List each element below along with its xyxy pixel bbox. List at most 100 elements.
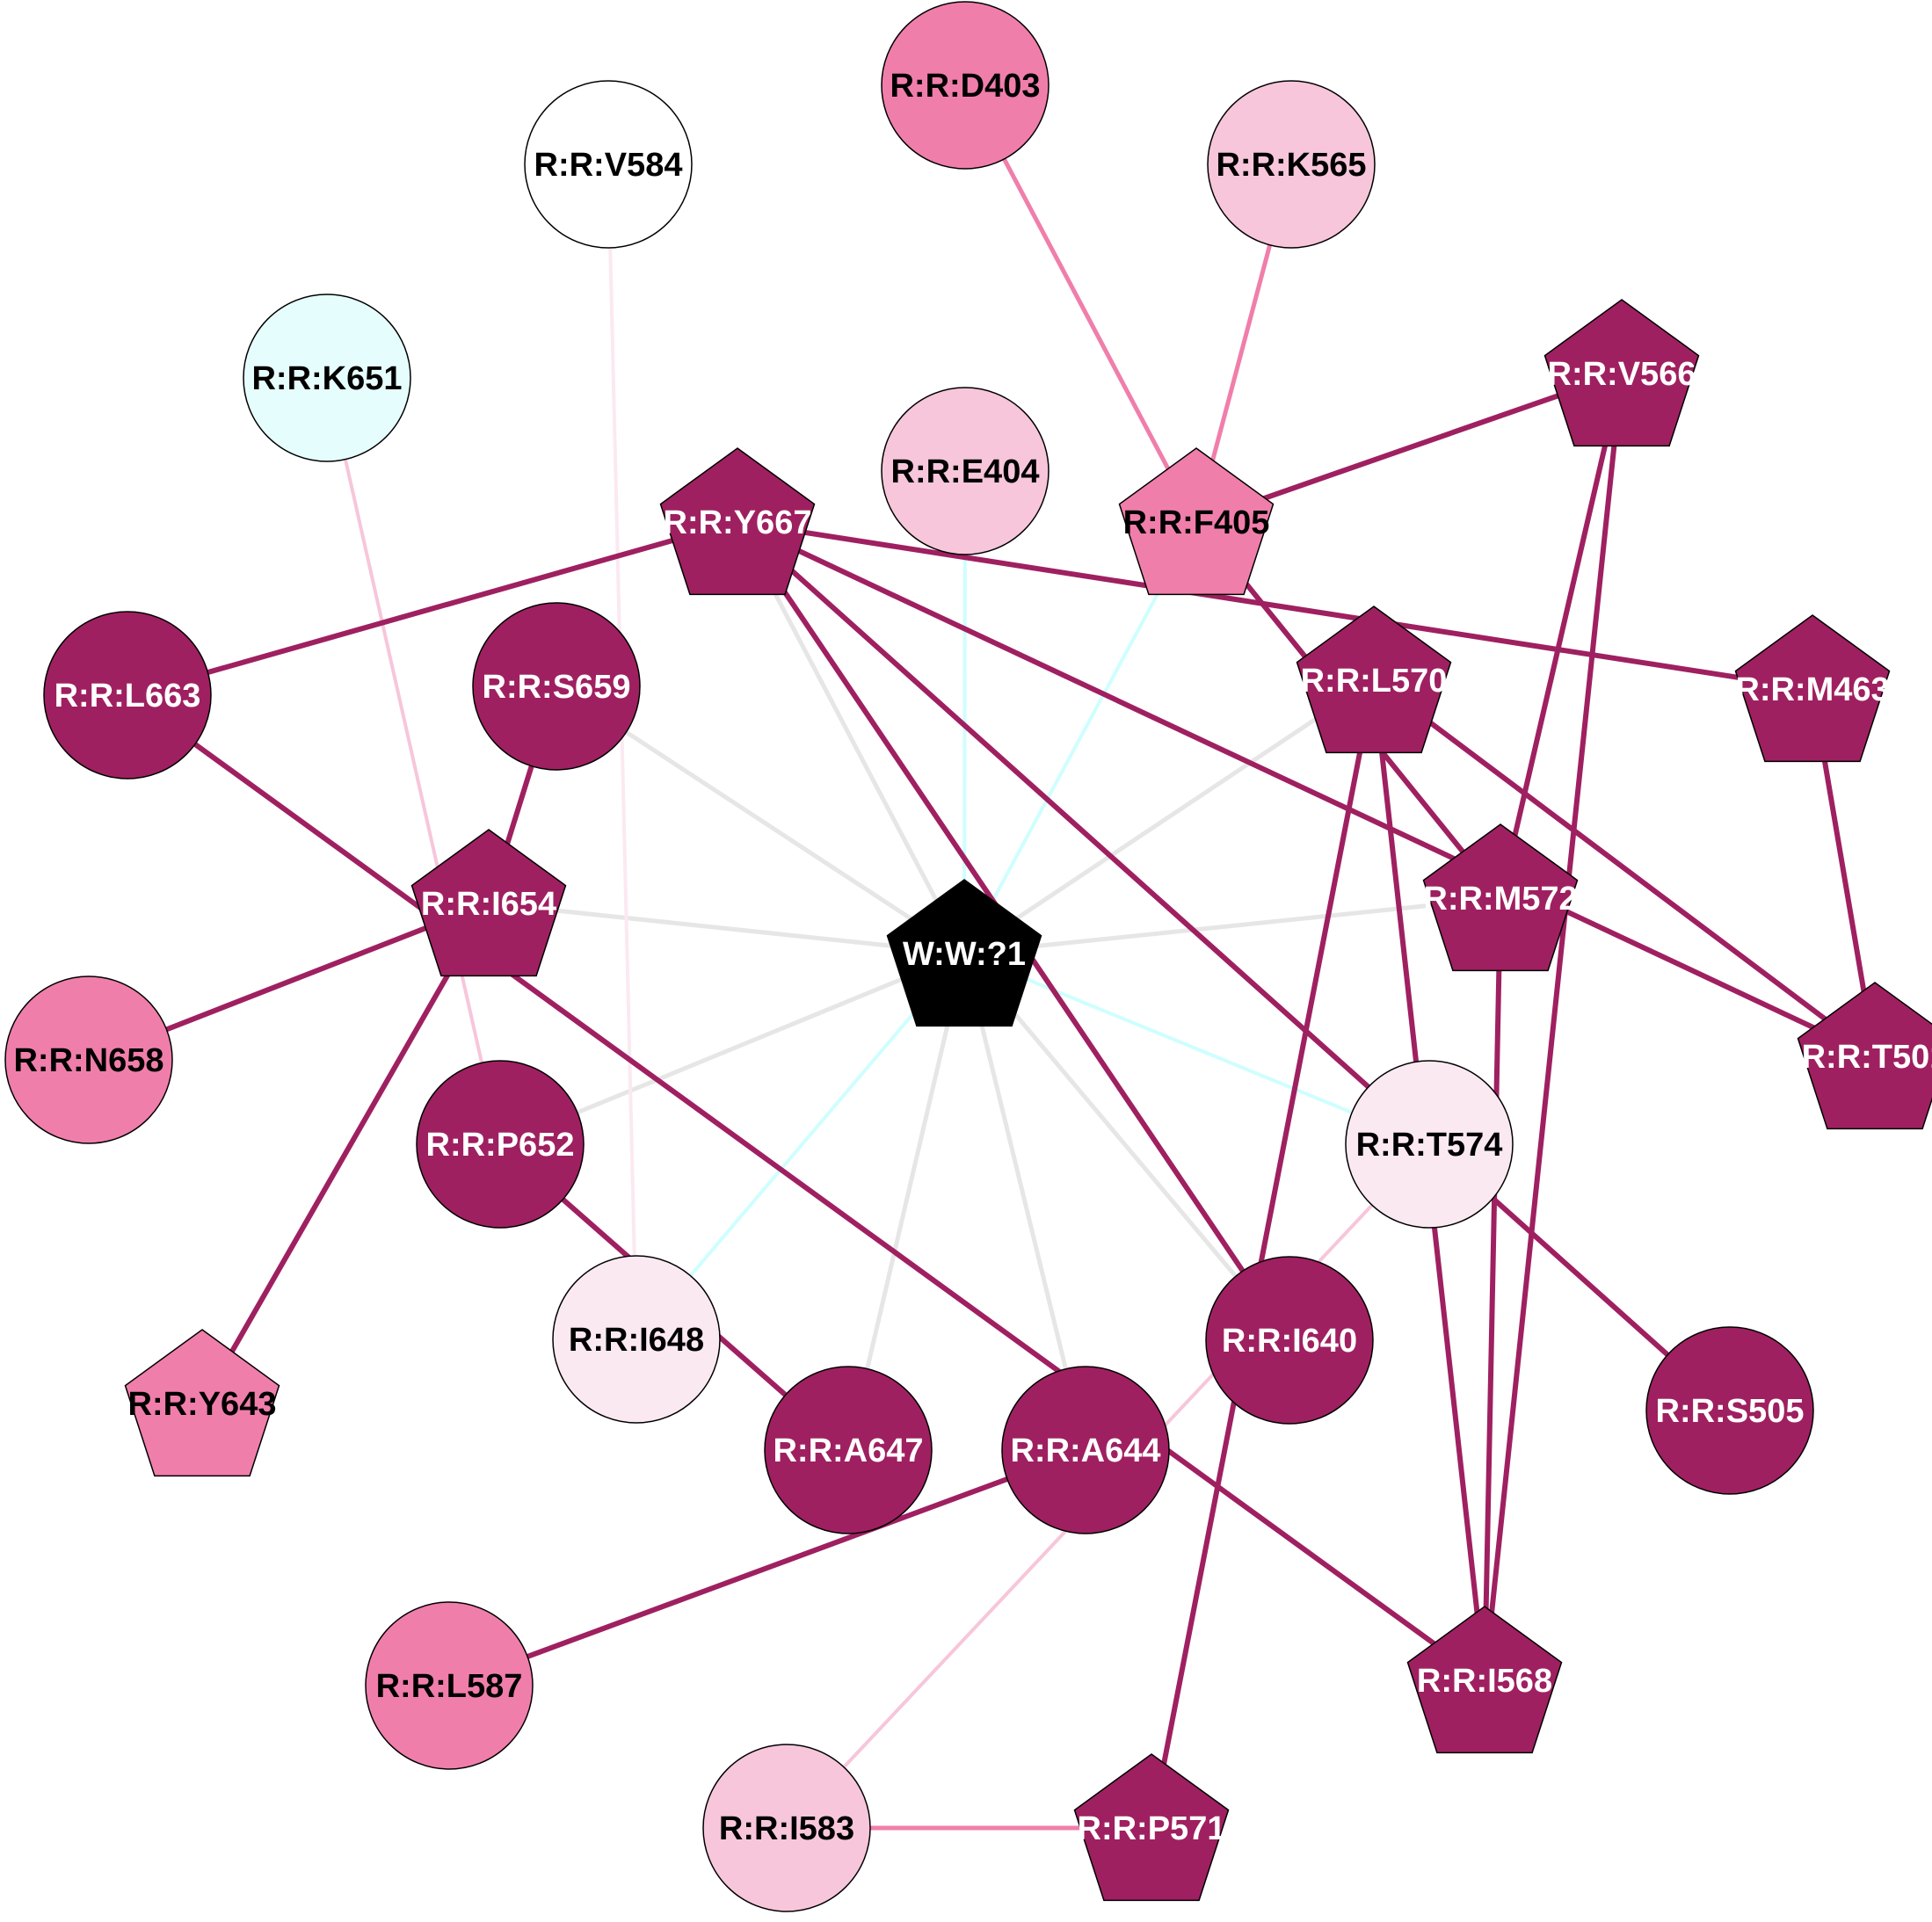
node-w1: W:W:?1 xyxy=(886,879,1042,1027)
node-n658: R:R:N658 xyxy=(4,976,173,1144)
node-y643: R:R:Y643 xyxy=(124,1329,280,1477)
node-label-s505: R:R:S505 xyxy=(1656,1393,1805,1430)
node-label-d403: R:R:D403 xyxy=(890,68,1040,105)
node-shape-a647 xyxy=(764,1366,933,1534)
node-f405: R:R:F405 xyxy=(1118,447,1275,596)
node-i648: R:R:I648 xyxy=(552,1255,721,1424)
node-label-p571: R:R:P571 xyxy=(1078,1810,1226,1847)
node-shape-i568 xyxy=(1406,1606,1563,1754)
node-m572: R:R:M572 xyxy=(1422,823,1579,972)
node-k651: R:R:K651 xyxy=(243,294,411,462)
node-d403: R:R:D403 xyxy=(881,1,1050,170)
node-shape-v584 xyxy=(524,80,693,249)
edge-W1-I640 xyxy=(962,951,1292,1343)
node-label-i648: R:R:I648 xyxy=(569,1322,704,1359)
edge-W1-L570 xyxy=(962,678,1376,956)
edge-L570-T501 xyxy=(1371,678,1878,1059)
edge-V584-I648 xyxy=(606,163,638,1341)
node-m463: R:R:M463 xyxy=(1734,614,1891,763)
edge-A644-L587 xyxy=(447,1447,1088,1688)
edge-Y667-S505 xyxy=(735,519,1732,1413)
node-label-m463: R:R:M463 xyxy=(1735,671,1889,708)
edge-V566-I568 xyxy=(1482,371,1624,1683)
node-shape-f405 xyxy=(1118,447,1275,596)
node-label-l663: R:R:L663 xyxy=(54,678,201,714)
node-shape-i583 xyxy=(702,1744,871,1912)
node-shape-s659 xyxy=(472,602,641,771)
node-shape-s505 xyxy=(1645,1326,1814,1495)
node-shape-n658 xyxy=(4,976,173,1144)
node-shape-t574 xyxy=(1345,1060,1514,1229)
edge-W1-A644 xyxy=(962,951,1088,1453)
node-shape-k651 xyxy=(243,294,411,462)
node-t501: R:R:T501 xyxy=(1797,982,1932,1130)
node-shape-i648 xyxy=(552,1255,721,1424)
node-shape-i640 xyxy=(1205,1256,1374,1425)
node-shape-y667 xyxy=(659,447,816,596)
node-label-t574: R:R:T574 xyxy=(1356,1127,1503,1164)
node-label-p652: R:R:P652 xyxy=(426,1127,575,1164)
edge-F405-V566 xyxy=(1194,371,1624,525)
node-label-i654: R:R:I654 xyxy=(421,886,556,923)
node-p652: R:R:P652 xyxy=(416,1060,585,1229)
node-shape-m572 xyxy=(1422,823,1579,972)
edge-W1-A647 xyxy=(846,951,967,1453)
node-shape-i654 xyxy=(410,829,567,977)
edge-I654-Y643 xyxy=(200,901,491,1406)
node-shape-k565 xyxy=(1207,80,1376,249)
node-label-k565: R:R:K565 xyxy=(1216,147,1366,184)
node-label-l570: R:R:L570 xyxy=(1301,663,1448,700)
node-shape-y643 xyxy=(124,1329,280,1477)
edge-Y667-L663 xyxy=(125,519,740,698)
node-label-t501: R:R:T501 xyxy=(1802,1039,1932,1076)
edge-Y667-M463 xyxy=(735,519,1815,692)
edge-L663-I568 xyxy=(125,693,1487,1683)
node-shape-e404 xyxy=(881,387,1050,555)
node-shape-m463 xyxy=(1734,614,1891,763)
edge-W1-I654 xyxy=(486,901,967,956)
node-label-i583: R:R:I583 xyxy=(719,1810,854,1847)
node-label-i640: R:R:I640 xyxy=(1222,1323,1357,1360)
node-label-a647: R:R:A647 xyxy=(773,1432,923,1469)
edge-W1-I648 xyxy=(635,952,966,1341)
node-s659: R:R:S659 xyxy=(472,602,641,771)
node-a644: R:R:A644 xyxy=(1001,1366,1170,1534)
nodes-layer: W:W:?1R:R:D403R:R:K565R:R:V584R:R:V566R:… xyxy=(4,1,1932,1912)
node-i654: R:R:I654 xyxy=(410,829,567,977)
edge-W1-M572 xyxy=(962,896,1503,956)
node-label-m572: R:R:M572 xyxy=(1423,881,1577,917)
node-label-s659: R:R:S659 xyxy=(483,669,631,706)
node-shape-w1 xyxy=(886,879,1042,1027)
node-label-n658: R:R:N658 xyxy=(13,1042,163,1079)
edge-Y667-T501 xyxy=(735,519,1878,1059)
node-v566: R:R:V566 xyxy=(1543,299,1700,447)
node-k565: R:R:K565 xyxy=(1207,80,1376,249)
node-shape-a644 xyxy=(1001,1366,1170,1534)
node-e404: R:R:E404 xyxy=(881,387,1050,555)
node-label-i568: R:R:I568 xyxy=(1417,1663,1552,1700)
node-i640: R:R:I640 xyxy=(1205,1256,1374,1425)
node-l587: R:R:L587 xyxy=(365,1601,534,1770)
node-shape-t501 xyxy=(1797,982,1932,1130)
node-l663: R:R:L663 xyxy=(43,611,212,780)
node-i583: R:R:I583 xyxy=(702,1744,871,1912)
node-shape-l587 xyxy=(365,1601,534,1770)
node-label-l587: R:R:L587 xyxy=(376,1668,523,1705)
node-shape-l663 xyxy=(43,611,212,780)
node-v584: R:R:V584 xyxy=(524,80,693,249)
edge-V566-M572 xyxy=(1498,371,1624,901)
node-l570: R:R:L570 xyxy=(1296,606,1452,754)
node-y667: R:R:Y667 xyxy=(659,447,816,596)
edge-K651-P652 xyxy=(325,376,502,1146)
node-shape-p571 xyxy=(1073,1753,1230,1902)
node-p571: R:R:P571 xyxy=(1073,1753,1230,1902)
node-label-a644: R:R:A644 xyxy=(1010,1432,1160,1469)
node-i568: R:R:I568 xyxy=(1406,1606,1563,1754)
node-label-y643: R:R:Y643 xyxy=(128,1386,277,1423)
node-label-k651: R:R:K651 xyxy=(251,360,402,397)
node-shape-l570 xyxy=(1296,606,1452,754)
edge-M572-I568 xyxy=(1482,896,1503,1683)
node-label-w1: W:W:?1 xyxy=(903,936,1026,973)
node-label-e404: R:R:E404 xyxy=(891,453,1040,490)
